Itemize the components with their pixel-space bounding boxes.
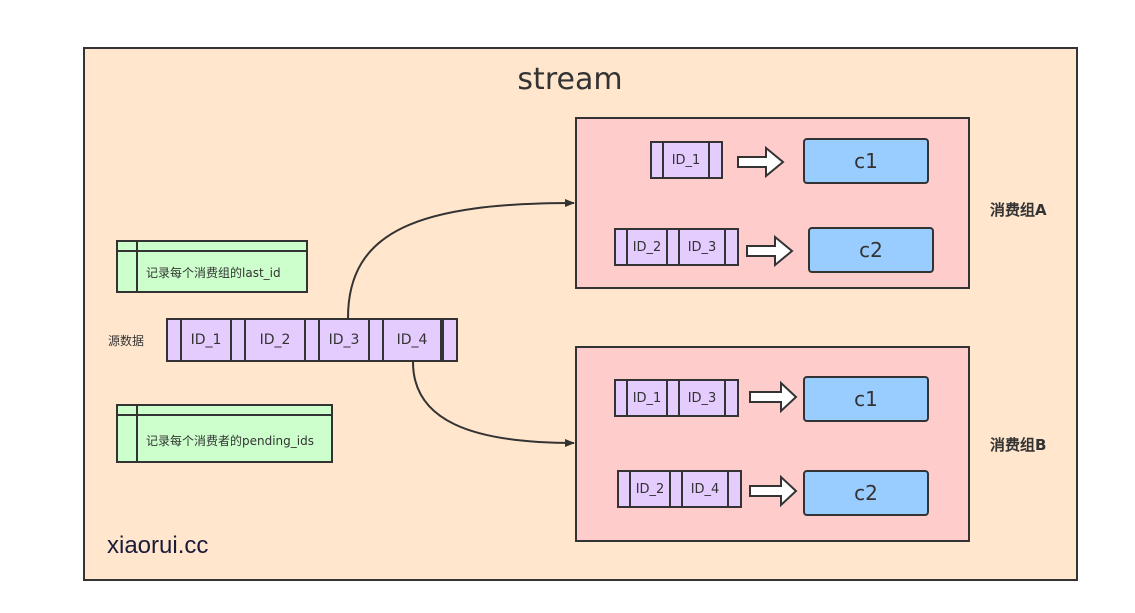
queue-item: ID_1 — [182, 320, 232, 360]
queue-edge — [619, 472, 631, 506]
source-queue: ID_1 ID_2 ID_3 ID_4 — [166, 318, 458, 362]
consumer-b-c1: c1 — [803, 376, 929, 422]
consumer-group-a-label: 消费组A — [990, 201, 1047, 219]
source-data-label: 源数据 — [108, 334, 145, 348]
queue-edge — [652, 143, 664, 177]
note-pending-ids: 记录每个消费者的pending_ids — [116, 404, 333, 463]
queue-edge — [616, 230, 628, 264]
connector-to-group-a — [347, 199, 575, 319]
queue-divider — [370, 320, 384, 360]
block-arrow-icon — [746, 234, 794, 268]
queue-item: ID_4 — [683, 472, 729, 506]
note-last-id: 记录每个消费组的last_id — [116, 240, 308, 293]
block-arrow-icon — [749, 380, 798, 414]
consumer-group-b-label: 消费组B — [990, 436, 1047, 454]
queue-item: ID_2 — [631, 472, 671, 506]
note-header-line — [118, 250, 306, 252]
note-header-line — [118, 414, 331, 416]
queue-item: ID_2 — [246, 320, 306, 360]
pending-queue-b-c2: ID_2 ID_4 — [617, 470, 742, 508]
queue-divider — [306, 320, 320, 360]
queue-edge — [442, 320, 456, 360]
queue-item: ID_4 — [384, 320, 442, 360]
queue-item: ID_3 — [320, 320, 370, 360]
pending-queue-a-c1: ID_1 — [650, 141, 723, 179]
diagram-title: stream — [517, 62, 623, 97]
block-arrow-icon — [749, 474, 798, 508]
queue-divider — [668, 230, 680, 264]
queue-item: ID_3 — [680, 230, 726, 264]
consumer-a-c1: c1 — [803, 138, 929, 184]
queue-divider — [668, 381, 680, 415]
note-text: 记录每个消费者的pending_ids — [146, 434, 314, 448]
note-text: 记录每个消费组的last_id — [146, 266, 281, 280]
block-arrow-icon — [737, 145, 785, 179]
queue-item: ID_2 — [628, 230, 668, 264]
pending-queue-a-c2: ID_2 ID_3 — [614, 228, 739, 266]
note-column-line — [136, 406, 138, 461]
queue-divider — [671, 472, 683, 506]
queue-item: ID_3 — [680, 381, 726, 415]
consumer-a-c2: c2 — [808, 227, 934, 273]
connector-to-group-b — [412, 361, 575, 447]
pending-queue-b-c1: ID_1 ID_3 — [614, 379, 739, 417]
queue-item: ID_1 — [664, 143, 710, 177]
queue-edge — [616, 381, 628, 415]
queue-item: ID_1 — [628, 381, 668, 415]
queue-divider — [232, 320, 246, 360]
note-column-line — [136, 242, 138, 291]
watermark: xiaorui.cc — [107, 532, 209, 559]
queue-edge — [168, 320, 182, 360]
consumer-b-c2: c2 — [803, 470, 929, 516]
